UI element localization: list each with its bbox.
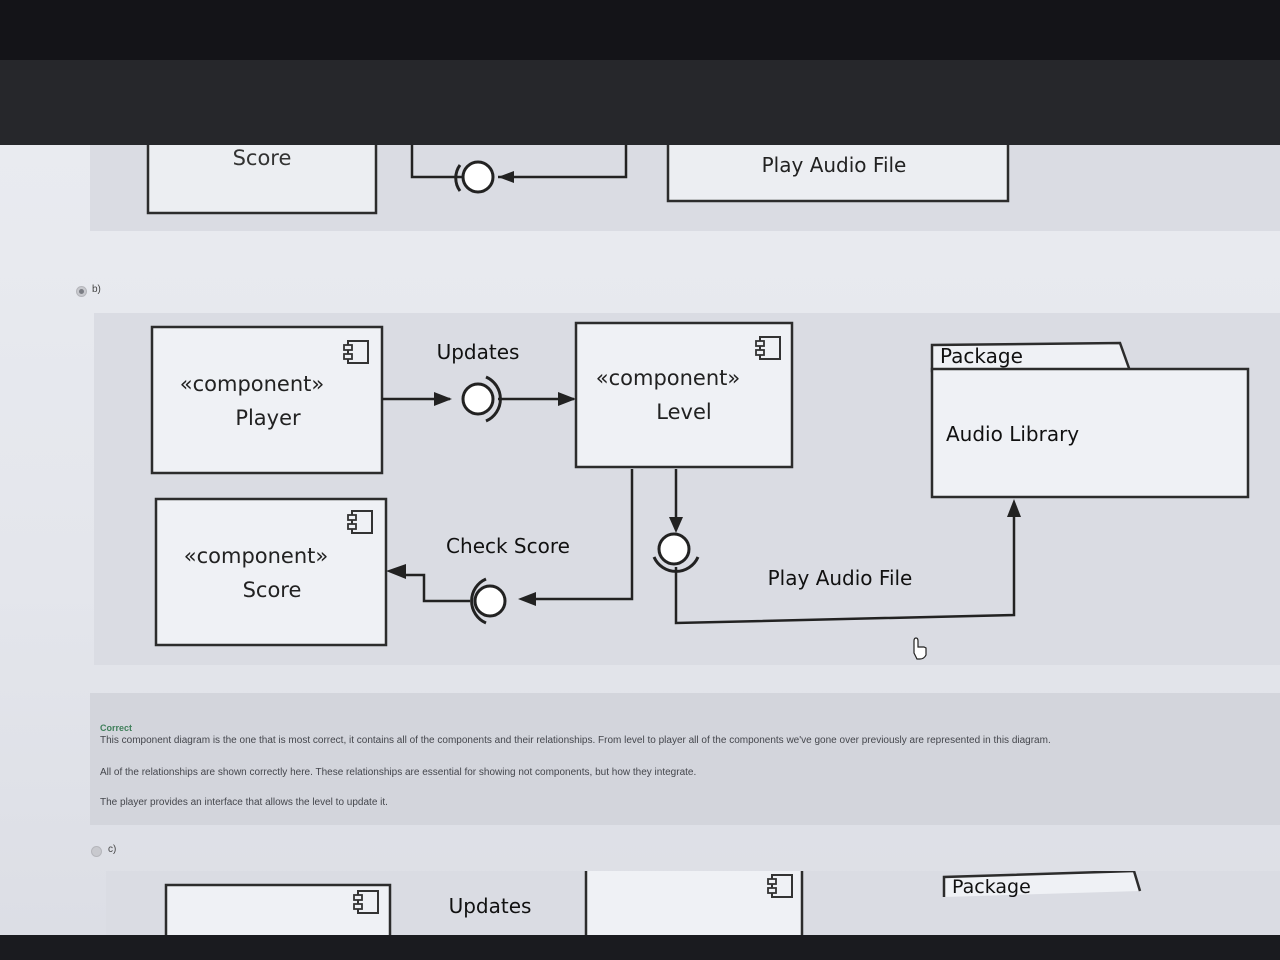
score-stereotype: «component» [184, 544, 329, 568]
play-audio-label: Play Audio File [768, 566, 913, 590]
feedback-line-3: The player provides an interface that al… [100, 797, 388, 808]
option-b-label[interactable]: b) [92, 284, 101, 295]
level-name: Level [656, 400, 711, 424]
audio-library-package [930, 367, 1250, 499]
option-c-radio[interactable] [91, 846, 102, 857]
check-score-interface [473, 584, 507, 618]
feedback-line-2: All of the relationships are shown corre… [100, 767, 697, 778]
player-component [150, 325, 384, 475]
hand-cursor-icon [913, 637, 927, 660]
check-score-label: Check Score [446, 534, 570, 558]
monitor-bezel-inner [0, 60, 1280, 148]
component-icon [347, 510, 373, 534]
play-audio-label: Play Audio File [762, 153, 907, 177]
player-component [164, 883, 392, 935]
updates-label: Updates [449, 894, 532, 918]
package-tab-label: Package [940, 344, 1023, 368]
option-a-diagram-panel: Score Play Audio File [90, 145, 1280, 231]
level-component [584, 871, 804, 935]
option-b-diagram-panel: «component» Player «component» Level «co… [94, 313, 1280, 665]
level-component [574, 321, 794, 469]
option-a-diagram: Score Play Audio File [146, 145, 1010, 215]
quiz-screen: Score Play Audio File b) «component» Pla… [0, 145, 1280, 935]
component-icon [767, 874, 793, 898]
player-name: Player [235, 406, 301, 430]
level-stereotype: «component» [596, 366, 741, 390]
option-c-label[interactable]: c) [108, 844, 117, 855]
interface-circle [461, 160, 495, 194]
option-b-diagram: «component» Player «component» Level «co… [150, 321, 1250, 660]
package-tab [942, 871, 1142, 897]
updates-label: Updates [437, 340, 520, 364]
component-icon [353, 890, 379, 914]
package-tab-label: Package [952, 876, 1031, 898]
package-name: Audio Library [946, 422, 1079, 446]
feedback-line-1: This component diagram is the one that i… [100, 735, 1051, 746]
option-c-diagram: Updates Package [164, 871, 1142, 935]
option-b-radio[interactable] [76, 286, 87, 297]
score-label: Score [233, 146, 292, 170]
updates-interface [461, 382, 495, 416]
player-stereotype: «component» [180, 372, 325, 396]
feedback-box: Correct This component diagram is the on… [90, 693, 1280, 825]
feedback-status: Correct [100, 723, 133, 733]
score-name: Score [243, 578, 302, 602]
score-component-box [146, 145, 378, 215]
play-audio-interface [657, 532, 691, 566]
option-c-diagram-panel: Updates Package [106, 871, 1280, 935]
play-audio-box [666, 145, 1010, 203]
component-icon [343, 340, 369, 364]
monitor-bezel-top [0, 0, 1280, 60]
component-icon [755, 336, 781, 360]
